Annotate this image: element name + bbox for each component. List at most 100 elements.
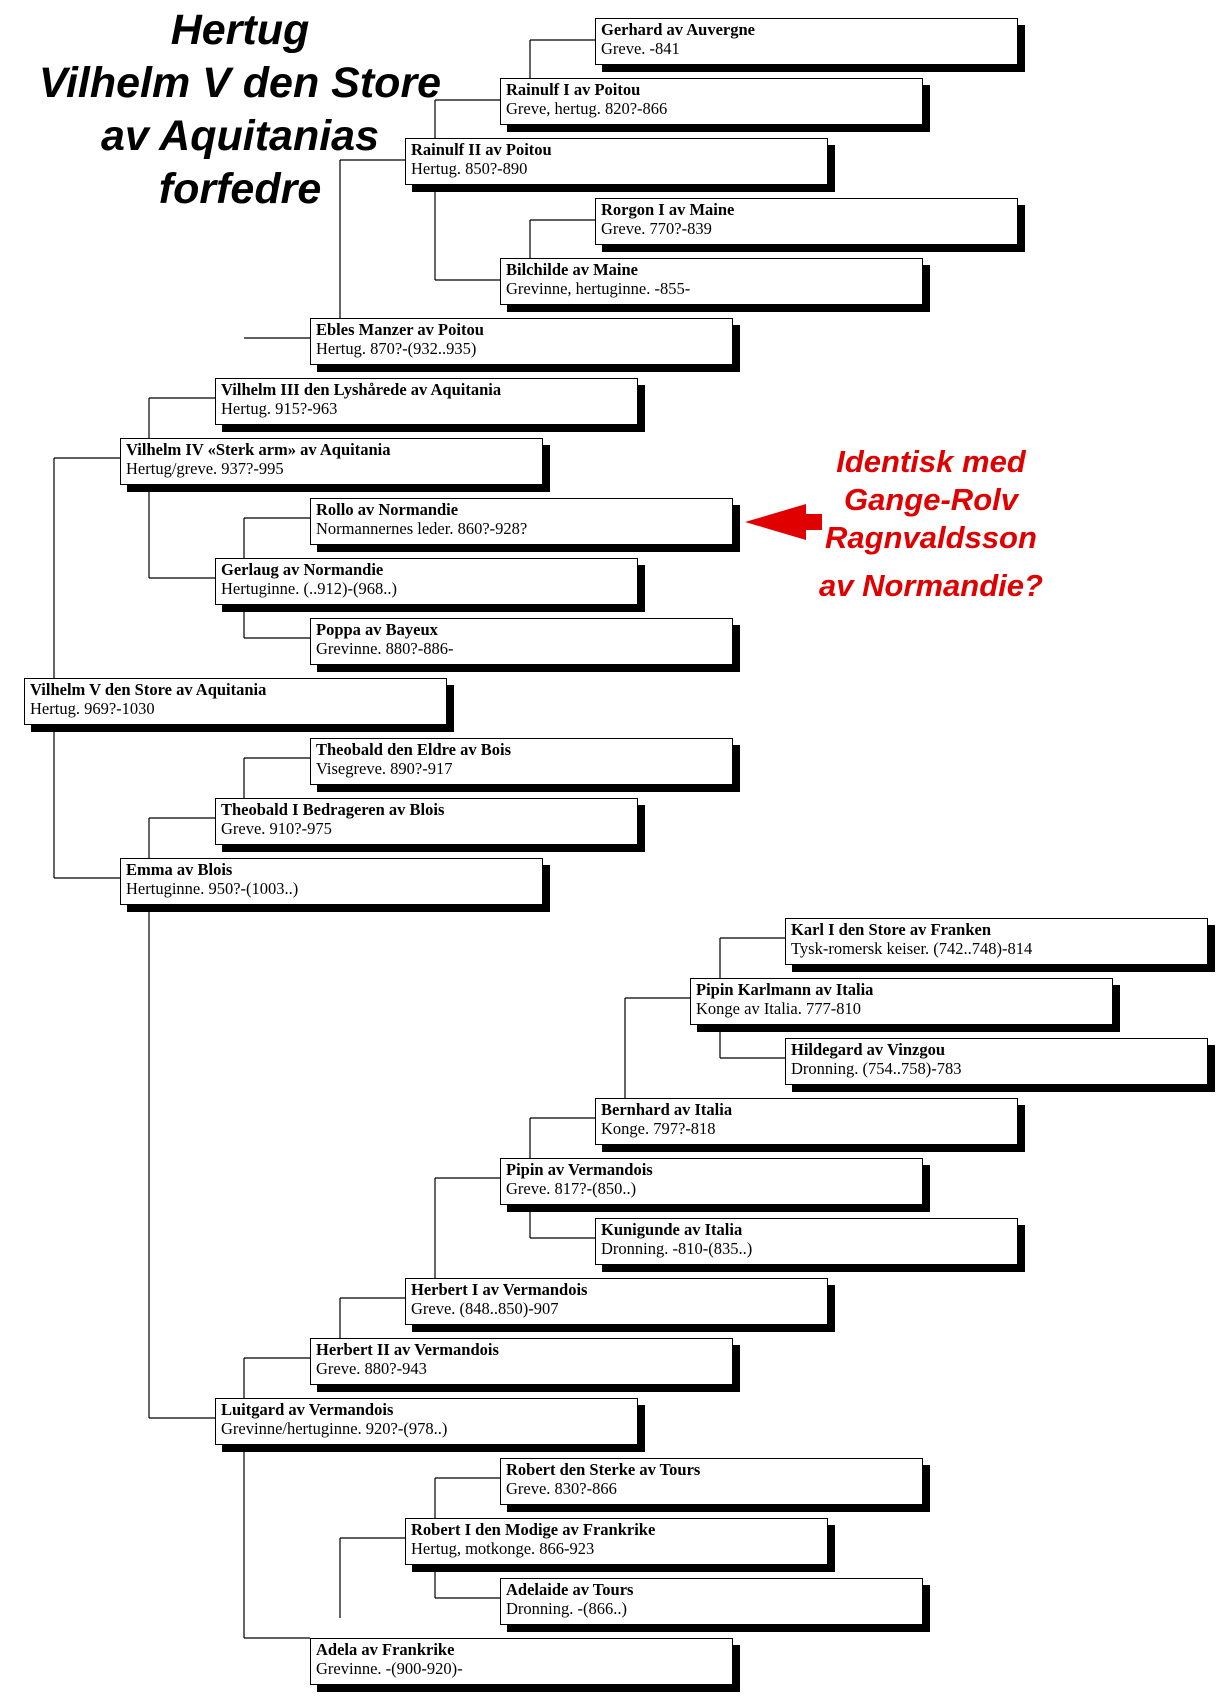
person-box-rainulf1: Rainulf I av Poitou Greve, hertug. 820?-… (500, 78, 923, 125)
person-info: Dronning. -(866..) (506, 1599, 627, 1618)
person-info: Grevinne. 880?-886- (316, 639, 454, 658)
person-box-vilhelm4: Vilhelm IV «Sterk arm» av Aquitania Hert… (120, 438, 543, 485)
person-name: Pipin Karlmann av Italia (696, 980, 874, 999)
person-info: Greve. (848..850)-907 (411, 1299, 559, 1318)
person-box-robert-sterke: Robert den Sterke av Tours Greve. 830?-8… (500, 1458, 923, 1505)
connector-vilhelm5-parents (53, 457, 120, 879)
connector-emma-parents (148, 817, 215, 858)
person-name: Rorgon I av Maine (601, 200, 735, 219)
person-box-adelaide: Adelaide av Tours Dronning. -(866..) (500, 1578, 923, 1625)
person-name: Gerlaug av Normandie (221, 560, 384, 579)
connector-bilchilde-parents (529, 219, 595, 258)
person-box-vilhelm5: Vilhelm V den Store av Aquitania Hertug.… (24, 678, 447, 725)
person-box-rorgon: Rorgon I av Maine Greve. 770?-839 (595, 198, 1018, 245)
connector-herbert1-parents (434, 1177, 500, 1278)
person-info: Dronning. (754..758)-783 (791, 1059, 962, 1078)
person-name: Rainulf II av Poitou (411, 140, 552, 159)
connector-ebles-parents (339, 159, 405, 318)
connector-theobald1-parents (243, 757, 310, 798)
person-name: Bilchilde av Maine (506, 260, 638, 279)
person-info: Konge. 797?-818 (601, 1119, 716, 1138)
title-line: forfedre (158, 165, 322, 213)
person-name: Luitgard av Vermandois (221, 1400, 394, 1419)
person-name: Robert den Sterke av Tours (506, 1460, 701, 1479)
connector-bernhard-parents (624, 997, 690, 1098)
person-name: Robert I den Modige av Frankrike (411, 1520, 656, 1539)
person-name: Gerhard av Auvergne (601, 20, 755, 39)
person-name: Theobald I Bedrageren av Blois (221, 800, 445, 819)
person-info: Greve. 830?-866 (506, 1479, 617, 1498)
person-info: Greve. 910?-975 (221, 819, 332, 838)
annotation-arrow (745, 504, 822, 540)
person-info: Tysk-romersk keiser. (742..748)-814 (791, 939, 1033, 958)
person-name: Rainulf I av Poitou (506, 80, 641, 99)
connector-adela-parents (339, 1537, 405, 1618)
person-name: Emma av Blois (126, 860, 233, 879)
person-box-robert1: Robert I den Modige av Frankrike Hertug,… (405, 1518, 828, 1565)
person-info: Grevinne. -(900-920)- (316, 1659, 463, 1678)
person-info: Hertug. 850?-890 (411, 159, 528, 178)
person-box-luitgard: Luitgard av Vermandois Grevinne/hertugin… (215, 1398, 638, 1445)
person-info: Hertuginne. (..912)-(968..) (221, 579, 397, 598)
person-box-hildegard: Hildegard av Vinzgou Dronning. (754..758… (785, 1038, 1208, 1085)
person-name: Karl I den Store av Franken (791, 920, 991, 939)
person-name: Herbert I av Vermandois (411, 1280, 588, 1299)
connector-emma-luitgard (148, 898, 215, 1419)
person-info: Hertug. 915?-963 (221, 399, 338, 418)
connector-herbert2-parents (339, 1297, 405, 1338)
annotation-line: av Normandie? (819, 568, 1043, 603)
person-info: Greve. 770?-839 (601, 219, 712, 238)
person-info: Hertug. 870?-(932..935) (316, 339, 477, 358)
person-info: Greve. 817?-(850..) (506, 1179, 637, 1198)
person-info: Normannernes leder. 860?-928? (316, 519, 528, 538)
person-name: Adelaide av Tours (506, 1580, 634, 1599)
person-box-gerlaug: Gerlaug av Normandie Hertuginne. (..912)… (215, 558, 638, 605)
connector-vilhelm4-parents (148, 397, 215, 579)
person-info: Greve. 880?-943 (316, 1359, 427, 1378)
person-info: Hertug. 969?-1030 (30, 699, 155, 718)
person-name: Rollo av Normandie (316, 500, 459, 519)
person-box-pipin-karlmann: Pipin Karlmann av Italia Konge av Italia… (690, 978, 1113, 1025)
title-line: Hertug (170, 6, 310, 54)
person-box-ebles: Ebles Manzer av Poitou Hertug. 870?-(932… (310, 318, 733, 365)
person-box-poppa: Poppa av Bayeux Grevinne. 880?-886- (310, 618, 733, 665)
person-name: Hildegard av Vinzgou (791, 1040, 946, 1059)
person-name: Poppa av Bayeux (316, 620, 438, 639)
person-box-herbert1: Herbert I av Vermandois Greve. (848..850… (405, 1278, 828, 1325)
person-box-rollo: Rollo av Normandie Normannernes leder. 8… (310, 498, 733, 545)
person-info: Grevinne, hertuginne. -855- (506, 279, 691, 298)
person-box-adela: Adela av Frankrike Grevinne. -(900-920)- (310, 1638, 733, 1685)
person-box-theobald1: Theobald I Bedrageren av Blois Greve. 91… (215, 798, 638, 845)
title-line: av Aquitanias (101, 112, 379, 160)
person-info: Dronning. -810-(835..) (601, 1239, 753, 1258)
page-title: Hertug Vilhelm V den Store av Aquitanias… (20, 4, 460, 216)
person-name: Adela av Frankrike (316, 1640, 455, 1659)
person-box-bilchilde: Bilchilde av Maine Grevinne, hertuginne.… (500, 258, 923, 305)
person-name: Herbert II av Vermandois (316, 1340, 499, 1359)
annotation-line: Ragnvaldsson (825, 520, 1037, 555)
person-name: Bernhard av Italia (601, 1100, 733, 1119)
person-box-emma: Emma av Blois Hertuginne. 950?-(1003..) (120, 858, 543, 905)
person-name: Vilhelm III den Lyshårede av Aquitania (221, 380, 502, 399)
annotation-note: Identisk med Gange-Rolv Ragnvaldsson av … (796, 443, 1066, 605)
title-line: Vilhelm V den Store (38, 59, 442, 107)
person-box-karl: Karl I den Store av Franken Tysk-romersk… (785, 918, 1208, 965)
annotation-line: Identisk med (836, 444, 1026, 479)
person-info: Hertug/greve. 937?-995 (126, 459, 284, 478)
connector-rainulf1-parents (529, 39, 595, 80)
person-box-pipin-vermandois: Pipin av Vermandois Greve. 817?-(850..) (500, 1158, 923, 1205)
person-box-theobald-eldre: Theobald den Eldre av Bois Visegreve. 89… (310, 738, 733, 785)
person-name: Ebles Manzer av Poitou (316, 320, 484, 339)
person-info: Konge av Italia. 777-810 (696, 999, 861, 1018)
annotation-line: Gange-Rolv (844, 482, 1018, 517)
person-box-bernhard: Bernhard av Italia Konge. 797?-818 (595, 1098, 1018, 1145)
person-info: Hertuginne. 950?-(1003..) (126, 879, 299, 898)
person-info: Visegreve. 890?-917 (316, 759, 453, 778)
person-box-kunigunde: Kunigunde av Italia Dronning. -810-(835.… (595, 1218, 1018, 1265)
person-name: Pipin av Vermandois (506, 1160, 653, 1179)
person-info: Greve, hertug. 820?-866 (506, 99, 668, 118)
person-info: Greve. -841 (601, 39, 680, 58)
person-name: Vilhelm IV «Sterk arm» av Aquitania (126, 440, 391, 459)
person-box-gerhard: Gerhard av Auvergne Greve. -841 (595, 18, 1018, 65)
